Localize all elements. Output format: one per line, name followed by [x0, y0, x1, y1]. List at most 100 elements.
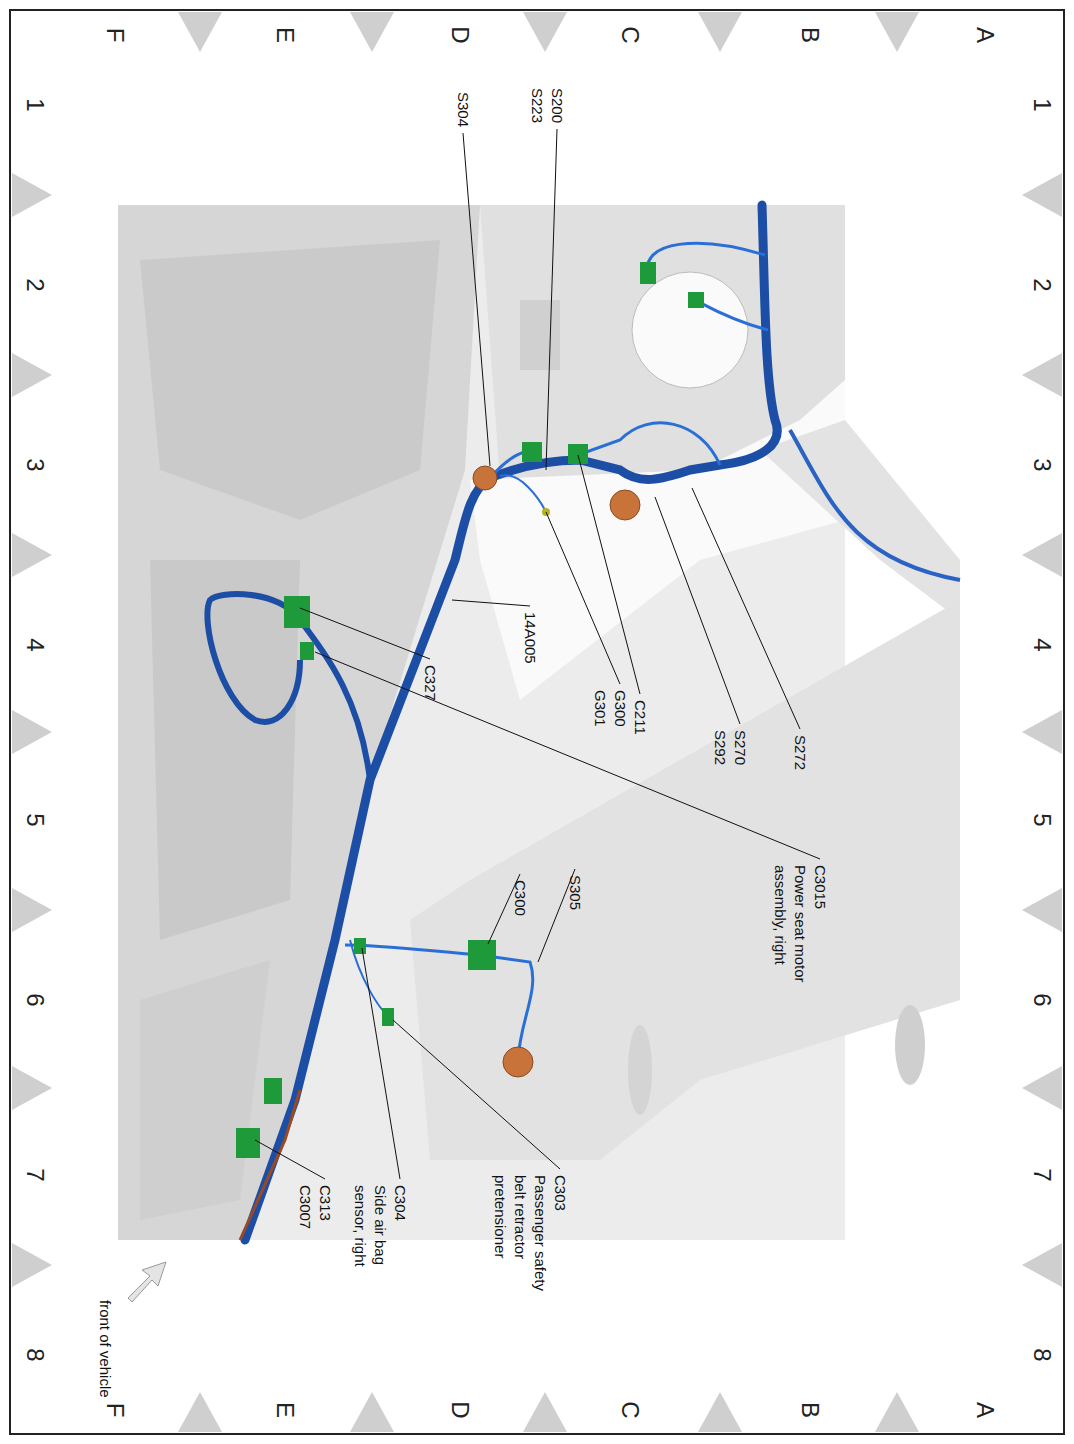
- leader-line: [300, 608, 430, 659]
- panel-hole: [628, 1025, 652, 1115]
- frame-triangle: [1022, 1243, 1062, 1287]
- callout-label: G301: [590, 690, 610, 727]
- harness-branch: [695, 300, 768, 330]
- callout-label: C327: [420, 665, 440, 701]
- grommet: [503, 1047, 533, 1077]
- connector: [264, 1078, 282, 1104]
- callout-label: S223: [527, 88, 547, 123]
- leader-line: [393, 1020, 560, 1169]
- grommet: [473, 466, 497, 490]
- grid-reference: C: [617, 1401, 643, 1418]
- grid-reference: A: [972, 1402, 998, 1418]
- frame-triangle: [12, 710, 52, 754]
- frame-border: [10, 10, 1064, 1434]
- brown-wire: [240, 1090, 300, 1240]
- grid-reference: 1: [1029, 98, 1055, 111]
- grid-reference: 4: [1029, 638, 1055, 651]
- frame-triangle: [523, 1392, 567, 1432]
- frame-triangle: [1022, 173, 1062, 217]
- frame-triangle: [12, 173, 52, 217]
- callout-label: Passenger safety belt retractor pretensi…: [490, 1175, 550, 1300]
- connector: [468, 940, 496, 970]
- panel-hole: [895, 1005, 925, 1085]
- frame-triangle: [12, 1066, 52, 1110]
- ground-wire: [500, 475, 546, 512]
- callout-label: S270: [730, 730, 750, 765]
- frame-triangle: [350, 12, 394, 52]
- frame-triangle: [12, 353, 52, 397]
- frame-triangle: [1022, 710, 1062, 754]
- callout-label: S272: [790, 735, 810, 770]
- callout-label: C3015: [810, 865, 830, 909]
- connector: [354, 938, 366, 954]
- callout-label: S305: [565, 875, 585, 910]
- frame-triangle: [1022, 533, 1062, 577]
- frame-triangle: [1022, 1066, 1062, 1110]
- floor-panel: [150, 560, 300, 940]
- grid-reference: 5: [1029, 813, 1055, 826]
- grid-reference: E: [272, 1402, 298, 1418]
- connector: [522, 442, 542, 462]
- grommet: [610, 490, 640, 520]
- grid-reference: 3: [22, 458, 48, 471]
- grid-reference: F: [102, 28, 128, 43]
- callout-label: Power seat motor assembly, right: [770, 865, 810, 990]
- floor-panel: [140, 240, 440, 520]
- grid-reference: 2: [22, 278, 48, 291]
- orientation-note: front of vehicle: [95, 1300, 115, 1398]
- c-pillar-panel: [410, 600, 960, 1160]
- leader-line: [546, 129, 557, 470]
- floor-panel: [140, 960, 270, 1220]
- frame-triangle: [12, 888, 52, 932]
- callout-label: S292: [710, 730, 730, 765]
- callout-label: C211: [630, 700, 650, 735]
- grid-reference: 2: [1029, 278, 1055, 291]
- leader-line: [655, 497, 740, 724]
- grid-reference: 4: [22, 638, 48, 651]
- harness-branch: [578, 423, 720, 465]
- frame-triangle: [178, 1392, 222, 1432]
- connector: [568, 444, 588, 464]
- grid-reference: 6: [1029, 993, 1055, 1006]
- connector: [300, 642, 314, 660]
- grid-reference: F: [102, 1403, 128, 1418]
- callout-label: S304: [453, 92, 473, 127]
- grid-reference: 1: [22, 98, 48, 111]
- rocker-panel: [760, 420, 960, 620]
- grid-reference: A: [972, 27, 998, 43]
- callout-label: C3007: [295, 1185, 315, 1229]
- connector: [688, 292, 704, 308]
- connector: [284, 596, 310, 628]
- grid-reference: 3: [1029, 458, 1055, 471]
- connector: [382, 1008, 394, 1026]
- grid-reference: 5: [22, 813, 48, 826]
- panel-recess: [520, 300, 560, 370]
- panel-hole: [632, 272, 748, 388]
- frame-triangle: [178, 12, 222, 52]
- harness-branch: [345, 945, 533, 1060]
- front-arrow: [128, 1262, 166, 1302]
- main-harness: [245, 205, 777, 1240]
- callout-label: C313: [315, 1185, 335, 1221]
- frame-triangle: [1022, 888, 1062, 932]
- frame-triangle: [12, 1243, 52, 1287]
- opening: [470, 380, 845, 700]
- grid-reference: C: [617, 26, 643, 43]
- frame-triangle: [1022, 353, 1062, 397]
- frame-triangle: [350, 1392, 394, 1432]
- grid-reference: D: [447, 26, 473, 43]
- grid-reference: 8: [22, 1348, 48, 1361]
- harness-branch: [790, 430, 960, 580]
- leader-line: [362, 948, 400, 1179]
- grid-reference: 6: [22, 993, 48, 1006]
- frame-triangle: [875, 12, 919, 52]
- harness-branch: [647, 243, 765, 275]
- grid-reference: 8: [1029, 1348, 1055, 1361]
- callout-label: C304: [390, 1185, 410, 1221]
- seat-harness: [207, 594, 370, 780]
- leader-line: [463, 133, 490, 466]
- connector: [236, 1128, 260, 1158]
- leader-line: [692, 488, 800, 729]
- leader-line: [546, 512, 620, 684]
